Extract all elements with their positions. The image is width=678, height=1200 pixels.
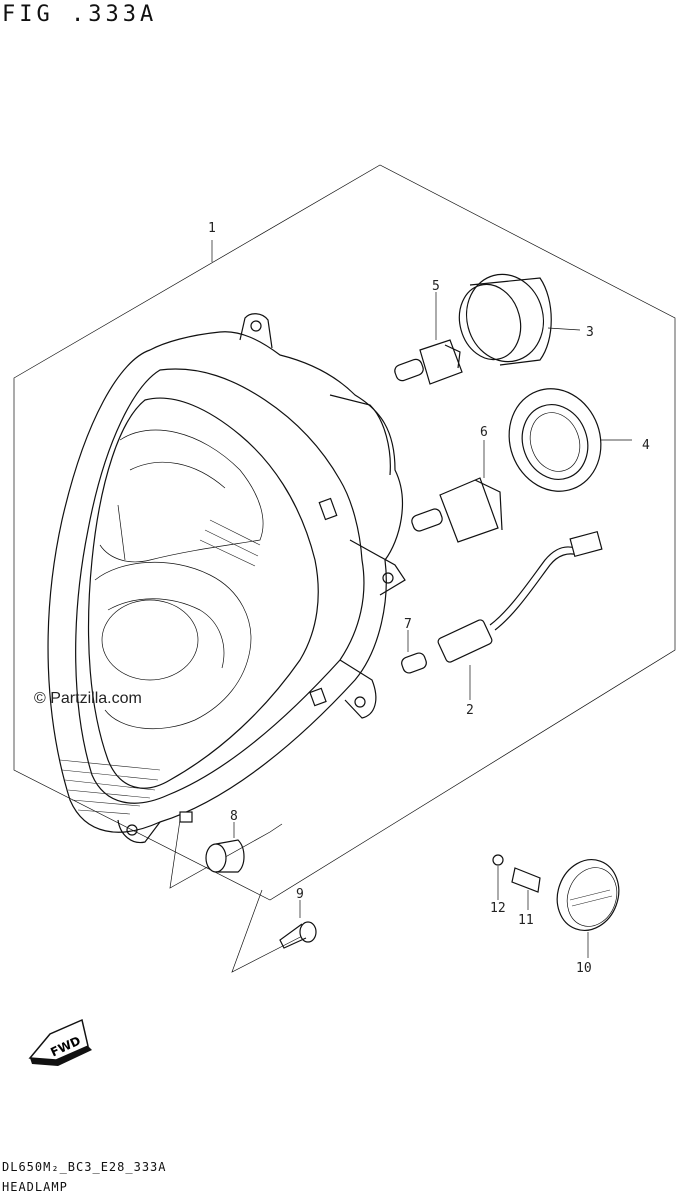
washer xyxy=(492,854,504,900)
headlight-bulb-upper xyxy=(394,292,463,385)
grommet xyxy=(169,819,283,889)
callout-10: 10 xyxy=(576,961,592,976)
callout-2: 2 xyxy=(466,703,474,718)
callout-6: 6 xyxy=(480,425,488,440)
callout-8: 8 xyxy=(230,809,238,824)
callout-11: 11 xyxy=(518,913,534,928)
figure-name: HEADLAMP xyxy=(2,1180,68,1194)
headlamp-housing xyxy=(47,313,406,844)
assembly-boundary xyxy=(13,164,676,901)
lens-hatching xyxy=(59,519,261,815)
callout-4: 4 xyxy=(642,438,650,453)
watermark-text: © Partzilla.com xyxy=(34,690,142,707)
figure-title: FIG .333A xyxy=(2,2,158,27)
figure-code: DL650M₂_BC3_E28_333A xyxy=(2,1160,167,1174)
position-lamp-socket xyxy=(437,530,603,700)
position-lamp-bulb xyxy=(401,630,427,674)
callout-3: 3 xyxy=(586,325,594,340)
reflector-bolt xyxy=(511,867,541,910)
rubber-cover xyxy=(508,388,632,492)
socket-cover xyxy=(458,273,581,366)
headlight-bulb-lower xyxy=(411,440,503,543)
forward-direction-arrow-icon: FWD xyxy=(28,1018,92,1066)
screw xyxy=(231,889,317,973)
reflex-reflector xyxy=(556,859,620,958)
callout-7: 7 xyxy=(404,617,412,632)
callout-1: 1 xyxy=(208,221,216,236)
callout-9: 9 xyxy=(296,887,304,902)
callout-12: 12 xyxy=(490,901,506,916)
callout-5: 5 xyxy=(432,279,440,294)
